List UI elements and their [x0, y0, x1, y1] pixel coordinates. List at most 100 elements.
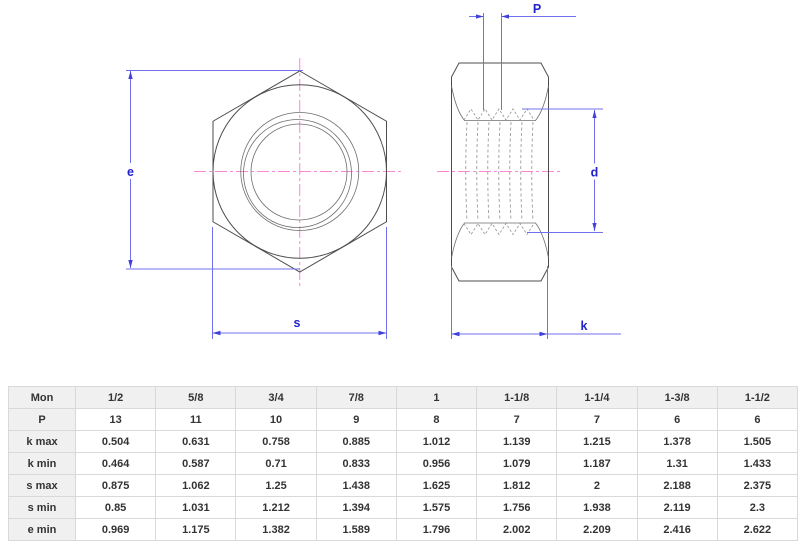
- dimension-d: d: [522, 108, 603, 233]
- row-label-cell: s max: [8, 474, 76, 497]
- value-cell: 1.505: [716, 430, 799, 453]
- chamfer-arc-br: [535, 222, 549, 259]
- dim-label-P: P: [533, 2, 541, 16]
- dimension-e: e: [124, 70, 303, 270]
- chamfer-arc-tr: [535, 85, 549, 121]
- size-header-cell: 1: [395, 386, 478, 409]
- size-header-cell: 1-1/4: [556, 386, 638, 409]
- value-cell: 2.002: [476, 518, 558, 541]
- dim-label-k: k: [581, 319, 588, 333]
- value-cell: 2.416: [636, 518, 718, 541]
- size-header-cell: 1-1/2: [716, 386, 799, 409]
- chamfer-arc-bl: [451, 222, 465, 259]
- hexagon-outline: [212, 70, 387, 273]
- value-cell: 9: [315, 408, 397, 431]
- value-cell: 1.139: [476, 430, 558, 453]
- row-label-cell: s min: [8, 496, 76, 519]
- value-cell: 0.956: [395, 452, 478, 475]
- value-cell: 6: [716, 408, 799, 431]
- dimension-P: P: [469, 2, 576, 110]
- value-cell: 0.833: [315, 452, 397, 475]
- size-header-cell: 7/8: [315, 386, 397, 409]
- e-arrow-up: [128, 71, 133, 79]
- d-arrow-up: [592, 110, 597, 118]
- s-arrow-left: [212, 330, 221, 336]
- value-cell: 0.631: [155, 430, 237, 453]
- size-header-cell: 1-3/8: [636, 386, 718, 409]
- s-arrow-right: [378, 330, 387, 336]
- value-cell: 10: [235, 408, 317, 431]
- k-arrow-right: [539, 331, 548, 337]
- e-label-mask: [124, 163, 137, 179]
- value-cell: 0.85: [74, 496, 157, 519]
- side-outline: [451, 62, 549, 282]
- value-cell: 2.622: [716, 518, 799, 541]
- value-cell: 1.438: [315, 474, 397, 497]
- p-arrow-right: [501, 14, 509, 19]
- d-label-mask: [588, 163, 601, 180]
- value-cell: 1.938: [556, 496, 638, 519]
- thread-crests-top: [463, 108, 535, 121]
- front-view: e s: [124, 58, 404, 339]
- value-cell: 1.433: [716, 452, 799, 475]
- size-header-cell: 1-1/8: [476, 386, 558, 409]
- thread-helix-lines: [465, 121, 534, 222]
- dim-label-e: e: [127, 165, 134, 179]
- row-label-cell: P: [8, 408, 76, 431]
- value-cell: 1.062: [155, 474, 237, 497]
- bore-circle: [250, 123, 348, 221]
- size-header-cell: 3/4: [235, 386, 317, 409]
- value-cell: 11: [155, 408, 237, 431]
- value-cell: 1.394: [315, 496, 397, 519]
- k-arrow-left: [451, 331, 460, 337]
- value-cell: 7: [476, 408, 558, 431]
- value-cell: 2.209: [556, 518, 638, 541]
- value-cell: 1.25: [235, 474, 317, 497]
- thread-runout-circle: [243, 119, 352, 228]
- value-cell: 1.079: [476, 452, 558, 475]
- row-label-cell: k min: [8, 452, 76, 475]
- row-label-cell: k max: [8, 430, 76, 453]
- size-header-cell: 1/2: [74, 386, 157, 409]
- value-cell: 1.575: [395, 496, 478, 519]
- value-cell: 6: [636, 408, 718, 431]
- value-cell: 0.464: [74, 452, 157, 475]
- value-cell: 1.031: [155, 496, 237, 519]
- value-cell: 13: [74, 408, 157, 431]
- value-cell: 1.378: [636, 430, 718, 453]
- value-cell: 1.756: [476, 496, 558, 519]
- e-arrow-down: [128, 260, 133, 268]
- value-cell: 0.758: [235, 430, 317, 453]
- value-cell: 1.589: [315, 518, 397, 541]
- chamfer-circle: [212, 84, 387, 259]
- thread-crests-bottom: [463, 222, 535, 236]
- technical-drawing: e s: [124, 2, 621, 339]
- value-cell: 0.969: [74, 518, 157, 541]
- row-label-cell: e min: [8, 518, 76, 541]
- side-view: P d k: [437, 2, 621, 339]
- chamfer-arc-tl: [451, 85, 465, 121]
- size-header-cell: 5/8: [155, 386, 237, 409]
- value-cell: 7: [556, 408, 638, 431]
- value-cell: 1.812: [476, 474, 558, 497]
- value-cell: 1.215: [556, 430, 638, 453]
- p-arrow-left: [476, 14, 484, 19]
- value-cell: 2.3: [716, 496, 799, 519]
- value-cell: 1.796: [395, 518, 478, 541]
- value-cell: 2: [556, 474, 638, 497]
- value-cell: 8: [395, 408, 478, 431]
- value-cell: 1.187: [556, 452, 638, 475]
- value-cell: 2.119: [636, 496, 718, 519]
- value-cell: 0.587: [155, 452, 237, 475]
- value-cell: 2.375: [716, 474, 799, 497]
- value-cell: 0.885: [315, 430, 397, 453]
- dim-label-s: s: [294, 316, 301, 330]
